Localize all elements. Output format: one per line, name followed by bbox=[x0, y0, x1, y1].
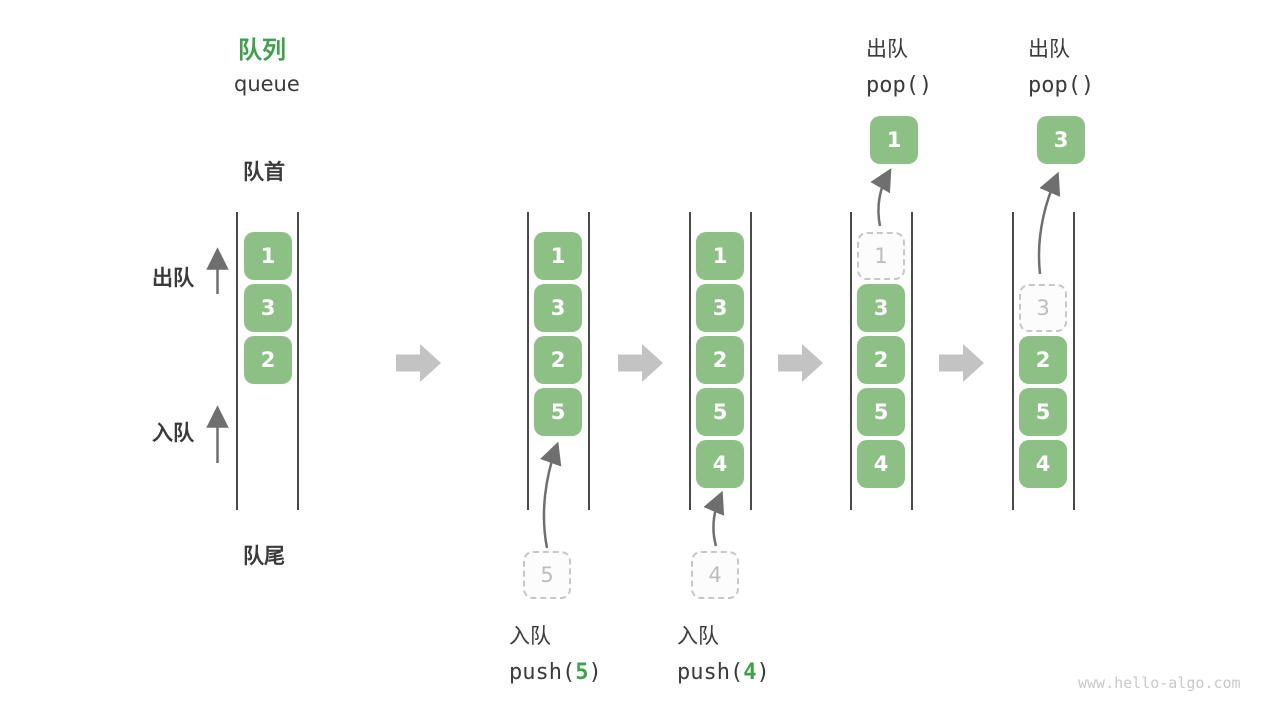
queue-wall-line bbox=[750, 212, 752, 510]
queue-cell: 2 bbox=[534, 336, 582, 384]
state-transition-arrow-icon bbox=[778, 344, 823, 382]
enqueue-code: push(5) bbox=[509, 660, 602, 685]
queue-cell: 4 bbox=[696, 440, 744, 488]
queue-cell: 1 bbox=[534, 232, 582, 280]
state-transition-arrow-icon bbox=[396, 344, 441, 382]
queue-wall-line bbox=[297, 212, 299, 510]
queue-cell: 2 bbox=[244, 336, 292, 384]
enqueue-code: push(4) bbox=[677, 660, 770, 685]
incoming-element-ghost: 4 bbox=[691, 551, 739, 599]
queue-wall-line bbox=[527, 212, 529, 510]
push-arrow-icon bbox=[540, 441, 562, 549]
queue-wall-line bbox=[689, 212, 691, 510]
diagram-title-zh: 队列 bbox=[238, 36, 286, 64]
queue-cell: 4 bbox=[857, 440, 905, 488]
queue-cell: 4 bbox=[1019, 440, 1067, 488]
pop-arrow-icon bbox=[870, 168, 892, 227]
pop-arrow-icon bbox=[1037, 171, 1061, 275]
state-transition-arrow-icon bbox=[939, 344, 984, 382]
enqueue-label-zh: 入队 bbox=[509, 624, 551, 648]
dequeue-label-zh: 出队 bbox=[1028, 37, 1070, 61]
watermark: www.hello-algo.com bbox=[1078, 674, 1241, 692]
enqueue-operation-label: 入队 push(4) bbox=[677, 620, 770, 685]
push-arrow-icon bbox=[703, 490, 725, 547]
incoming-element-ghost: 5 bbox=[523, 551, 571, 599]
queue-cell: 5 bbox=[857, 388, 905, 436]
queue-cell: 2 bbox=[857, 336, 905, 384]
dequeue-code: pop() bbox=[866, 73, 933, 98]
queue-wall-line bbox=[850, 212, 852, 510]
label-queue-rear: 队尾 bbox=[243, 544, 285, 568]
label-dequeue-side: 出队 bbox=[152, 266, 194, 290]
queue-cell: 1 bbox=[244, 232, 292, 280]
queue-wall-line bbox=[588, 212, 590, 510]
label-queue-front: 队首 bbox=[243, 160, 285, 184]
queue-wall-line bbox=[911, 212, 913, 510]
queue-cell: 3 bbox=[244, 284, 292, 332]
label-enqueue-side: 入队 bbox=[152, 421, 194, 445]
queue-cell: 2 bbox=[1019, 336, 1067, 384]
queue-cell: 3 bbox=[534, 284, 582, 332]
dequeue-operation-label: 出队 pop() bbox=[1028, 33, 1094, 98]
popped-element: 3 bbox=[1037, 116, 1085, 164]
queue-cell: 1 bbox=[696, 232, 744, 280]
enqueue-label-zh: 入队 bbox=[677, 624, 719, 648]
queue-wall-line bbox=[236, 212, 238, 510]
dequeue-code: pop() bbox=[1028, 73, 1095, 98]
queue-wall-line bbox=[1073, 212, 1075, 510]
dequeue-label-zh: 出队 bbox=[866, 37, 908, 61]
dequeue-operation-label: 出队 pop() bbox=[866, 33, 932, 98]
removed-element-ghost: 1 bbox=[857, 232, 905, 280]
queue-cell: 2 bbox=[696, 336, 744, 384]
enqueue-operation-label: 入队 push(5) bbox=[509, 620, 602, 685]
queue-wall-line bbox=[1012, 212, 1014, 510]
removed-element-ghost: 3 bbox=[1019, 284, 1067, 332]
queue-cell: 5 bbox=[1019, 388, 1067, 436]
state-transition-arrow-icon bbox=[618, 344, 663, 382]
diagram-title-en: queue bbox=[234, 72, 300, 96]
queue-cell: 5 bbox=[534, 388, 582, 436]
popped-element: 1 bbox=[870, 116, 918, 164]
queue-cell: 3 bbox=[857, 284, 905, 332]
queue-cell: 3 bbox=[696, 284, 744, 332]
queue-cell: 5 bbox=[696, 388, 744, 436]
